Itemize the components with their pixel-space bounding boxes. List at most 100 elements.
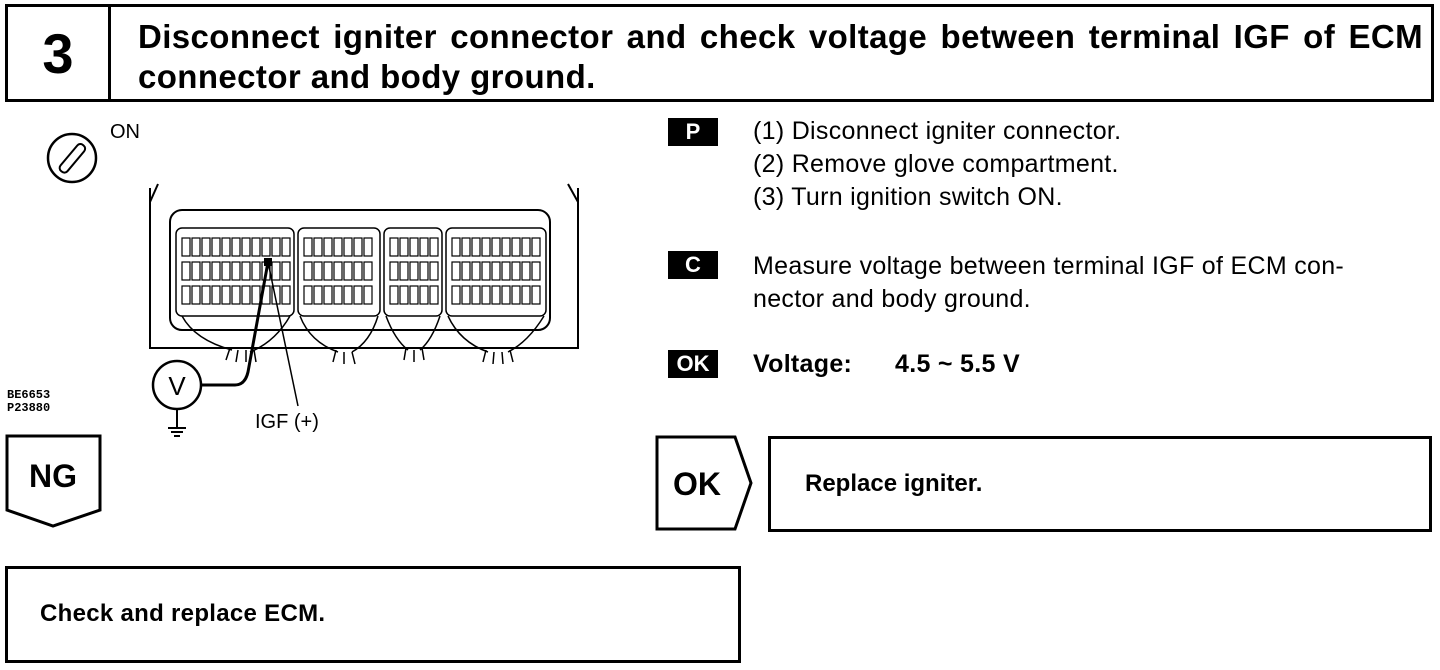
connector-pin [181, 261, 191, 281]
step-header: 3 Disconnect igniter connector and check… [5, 4, 1434, 102]
connector-pin [313, 237, 323, 257]
connector-pin [281, 237, 291, 257]
connector-pin [429, 285, 439, 305]
connector-pin [313, 261, 323, 281]
connector-pin [409, 261, 419, 281]
check-line: nector and body ground. [753, 285, 1031, 313]
figure-code: BE6653 [7, 388, 51, 402]
ecm-connectors [175, 227, 547, 317]
connector-pin [333, 285, 343, 305]
connector-pin [481, 237, 491, 257]
connector-pin [353, 285, 363, 305]
connector-pin [461, 261, 471, 281]
connector-pin [409, 237, 419, 257]
spec-label: Voltage: [753, 350, 853, 378]
connector-pin [261, 237, 271, 257]
wire-harnesses [181, 315, 545, 365]
ng-result-box: Check and replace ECM. [5, 566, 741, 663]
ok-label: OK [673, 466, 721, 502]
connector-pin [461, 285, 471, 305]
connector-pin [481, 285, 491, 305]
connector-pin [461, 237, 471, 257]
connector-pin [451, 261, 461, 281]
connector-pin [201, 285, 211, 305]
figure-code: P23880 [7, 401, 51, 415]
connector-pin [343, 237, 353, 257]
connector-pin [211, 261, 221, 281]
connector-pin [481, 261, 491, 281]
connector-pin [531, 237, 541, 257]
connector-pin [241, 261, 251, 281]
connector-pin [201, 237, 211, 257]
connector-pin [511, 285, 521, 305]
prep-step: (1) Disconnect igniter connector. [753, 117, 1122, 145]
connector-pin [491, 237, 501, 257]
connector-pin [231, 285, 241, 305]
connector-pin [191, 237, 201, 257]
connector-pin [211, 285, 221, 305]
connector-pin [231, 237, 241, 257]
ignition-switch-icon [46, 132, 98, 184]
ok-result-box: Replace igniter. [768, 436, 1432, 532]
connector-pin [251, 285, 261, 305]
connector-pin [221, 261, 231, 281]
connector-pin [323, 237, 333, 257]
connector-pin [221, 285, 231, 305]
switch-label: ON [110, 121, 140, 143]
check-badge: C [668, 251, 718, 279]
connector-pin [389, 237, 399, 257]
connector-pin [343, 261, 353, 281]
connector-pin [399, 237, 409, 257]
step-number: 3 [8, 7, 111, 99]
connector-pin [451, 285, 461, 305]
connector-pin [521, 261, 531, 281]
connector-pin [313, 285, 323, 305]
connector-pin [191, 261, 201, 281]
connector-pin [511, 261, 521, 281]
connector-pins [181, 237, 541, 305]
probe-leads [168, 258, 299, 437]
connector-pin [333, 261, 343, 281]
connector-pin [181, 285, 191, 305]
connector-pin [501, 261, 511, 281]
spec-value: 4.5 ~ 5.5 V [895, 350, 1020, 378]
connector-pin [191, 285, 201, 305]
connector-pin [281, 261, 291, 281]
connector-pin [333, 237, 343, 257]
connector-pin [303, 285, 313, 305]
check-line: Measure voltage between terminal IGF of … [753, 252, 1345, 280]
connector-pin [471, 285, 481, 305]
svg-text:V: V [168, 371, 186, 401]
ng-action: Check and replace ECM. [40, 600, 326, 627]
connector-pin [491, 261, 501, 281]
spec-badge: OK [668, 350, 718, 378]
connector-pin [511, 237, 521, 257]
connector-pin [389, 285, 399, 305]
connector-pin [271, 237, 281, 257]
connector-pin [353, 261, 363, 281]
connector-pin [251, 237, 261, 257]
connector-pin [521, 237, 531, 257]
voltmeter-icon: V [151, 359, 203, 411]
connector-pin [201, 261, 211, 281]
connector-pin [343, 285, 353, 305]
connector-pin [429, 237, 439, 257]
ok-branch-marker: OK [655, 435, 753, 531]
ng-branch-marker: NG [5, 434, 102, 528]
connector-pin [241, 237, 251, 257]
ecm-body [149, 183, 579, 349]
prep-step: (3) Turn ignition switch ON. [753, 183, 1063, 211]
connector-pin [271, 261, 281, 281]
connector-pin [211, 237, 221, 257]
connector-pin [251, 261, 261, 281]
connector-pin [221, 237, 231, 257]
ecm-connector-diagram: ON V IGF (+) [46, 121, 579, 437]
connector-pin [531, 261, 541, 281]
connector-pin [281, 285, 291, 305]
probe-label: IGF (+) [255, 411, 319, 433]
connector-pin [363, 261, 373, 281]
ng-label: NG [29, 458, 77, 494]
connector-pin [323, 285, 333, 305]
connector-pin [363, 285, 373, 305]
connector-pin [323, 261, 333, 281]
